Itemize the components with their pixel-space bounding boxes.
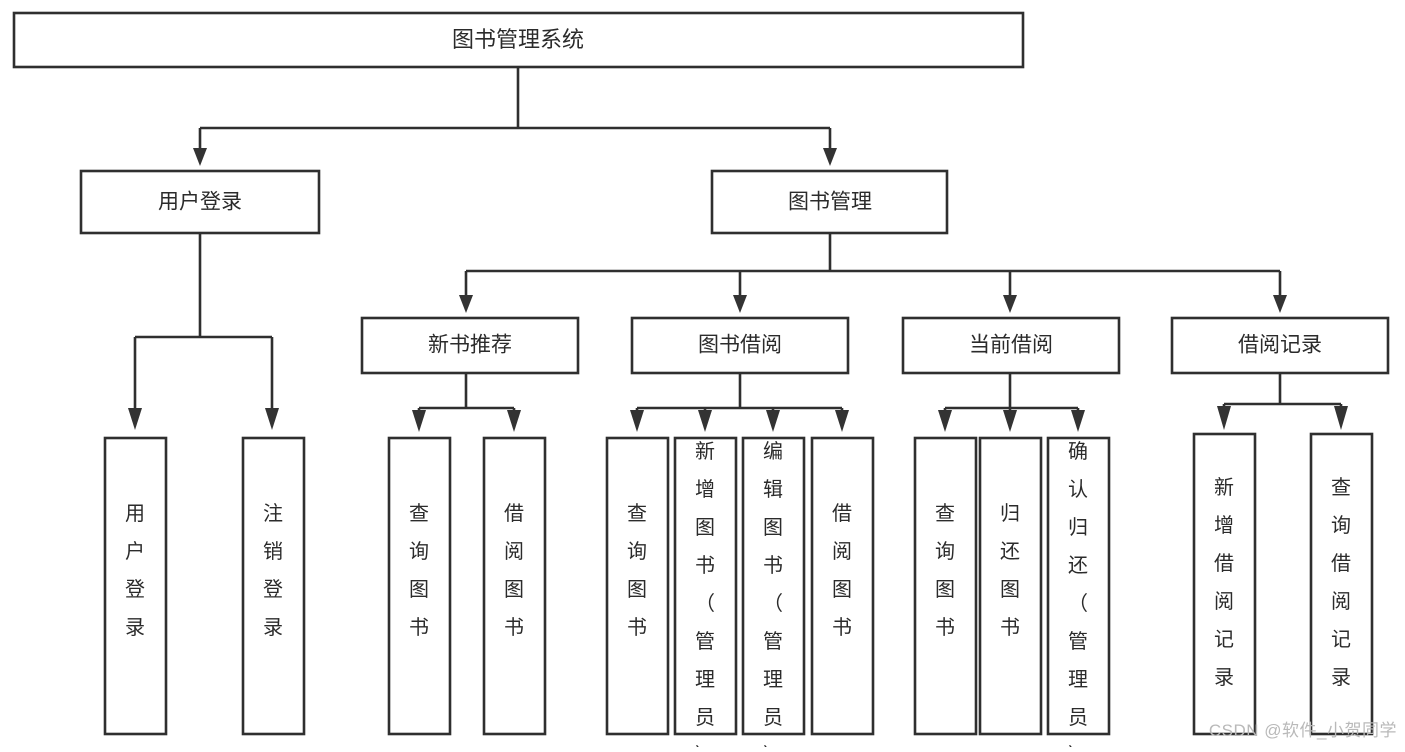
leaf-edit-book[interactable]: 编辑图书（管理员） (741, 436, 806, 752)
leaf-return-book-box[interactable] (978, 436, 1043, 736)
leaf-add-book-box[interactable] (673, 436, 738, 736)
leaf-borrow-book-recommend[interactable]: 借阅图书 (482, 436, 547, 736)
node-book-borrow-box[interactable] (630, 316, 850, 375)
leaf-user-login-label: 用户登录 (125, 503, 145, 639)
node-borrow-record-box[interactable] (1170, 316, 1390, 375)
leaf-borrow-book-recommend-box[interactable] (482, 436, 547, 736)
node-current-borrow-label: 当前借阅 (969, 334, 1053, 357)
csdn-watermark: CSDN @软件_小贺同学 (1208, 721, 1397, 740)
node-book-manage-label: 图书管理 (788, 191, 872, 214)
leaf-logout[interactable]: 注销登录 (241, 436, 306, 736)
leaf-query-book-recommend[interactable]: 查询图书 (387, 436, 452, 736)
node-borrow-record-label: 借阅记录 (1238, 334, 1322, 357)
node-root[interactable]: 图书管理系统 (12, 11, 1025, 69)
leaf-add-book-label: 新增图书（管理员） (695, 440, 715, 747)
node-new-book-recommend-box[interactable] (360, 316, 580, 375)
arrowhead-borrowrecord (1273, 295, 1287, 313)
leaf-add-book[interactable]: 新增图书（管理员） (673, 436, 738, 752)
arrowhead-book-manage (823, 148, 837, 166)
leaf-return-book-label: 归还图书 (1000, 502, 1020, 639)
arrowhead-leaf-add-book (698, 410, 712, 432)
arrowhead-leaf-query-book-2 (630, 410, 644, 432)
arrowhead-leaf-add-record (1217, 406, 1231, 430)
arrowhead-leaf-user-login (128, 408, 142, 430)
leaf-logout-box[interactable] (241, 436, 306, 736)
arrowhead-leaf-return-book (1003, 410, 1017, 432)
node-root-box[interactable] (12, 11, 1025, 69)
leaf-query-book-current-box[interactable] (913, 436, 978, 736)
leaf-query-borrow-record-box[interactable] (1309, 432, 1374, 736)
leaf-query-borrow-record[interactable]: 查询借阅记录 (1309, 432, 1374, 736)
leaf-edit-book-label: 编辑图书（管理员） (763, 440, 783, 747)
node-current-borrow[interactable]: 当前借阅 (901, 316, 1121, 375)
leaf-query-book-borrow-box[interactable] (605, 436, 670, 736)
arrowhead-leaf-borrow-book-2 (835, 410, 849, 432)
arrowhead-bookborrow (733, 295, 747, 313)
connector-layer (128, 67, 1348, 432)
leaf-return-book[interactable]: 归还图书 (978, 436, 1043, 736)
node-root-label: 图书管理系统 (452, 27, 584, 52)
leaf-add-borrow-record[interactable]: 新增借阅记录 (1192, 432, 1257, 736)
leaf-confirm-return-box[interactable] (1046, 436, 1111, 736)
leaf-query-book-current-label: 查询图书 (935, 502, 955, 639)
leaf-query-book-recommend-label: 查询图书 (409, 502, 429, 639)
arrowhead-user-login (193, 148, 207, 166)
node-book-borrow[interactable]: 图书借阅 (630, 316, 850, 375)
arrowhead-leaf-logout (265, 408, 279, 430)
leaf-confirm-return[interactable]: 确认归还（管理员） (1046, 436, 1111, 752)
node-book-borrow-label: 图书借阅 (698, 334, 782, 357)
arrowhead-leaf-query-book-1 (412, 410, 426, 432)
leaf-borrow-book-recommend-label: 借阅图书 (504, 502, 524, 639)
leaf-query-book-borrow-label: 查询图书 (627, 502, 647, 639)
node-new-book-recommend[interactable]: 新书推荐 (360, 316, 580, 375)
leaf-add-borrow-record-box[interactable] (1192, 432, 1257, 736)
leaf-query-book-recommend-box[interactable] (387, 436, 452, 736)
node-user-login-box[interactable] (79, 169, 321, 235)
leaf-query-book-borrow[interactable]: 查询图书 (605, 436, 670, 736)
leaf-user-login[interactable]: 用户登录 (103, 436, 168, 736)
arrowhead-leaf-query-record (1334, 406, 1348, 430)
node-user-login[interactable]: 用户登录 (79, 169, 321, 235)
node-user-login-label: 用户登录 (158, 191, 242, 214)
node-new-book-recommend-label: 新书推荐 (428, 334, 512, 357)
leaf-logout-label: 注销登录 (263, 502, 283, 639)
leaf-borrow-book[interactable]: 借阅图书 (810, 436, 875, 736)
arrowhead-leaf-confirm-return (1071, 410, 1085, 432)
node-book-manage[interactable]: 图书管理 (710, 169, 949, 235)
leaf-user-login-box[interactable] (103, 436, 168, 736)
node-current-borrow-box[interactable] (901, 316, 1121, 375)
leaf-add-borrow-record-label: 新增借阅记录 (1214, 476, 1234, 689)
leaf-query-borrow-record-label: 查询借阅记录 (1331, 476, 1351, 689)
leaf-borrow-book-label: 借阅图书 (832, 502, 852, 639)
arrowhead-currentborrow (1003, 295, 1017, 313)
leaf-query-book-current[interactable]: 查询图书 (913, 436, 978, 736)
leaf-edit-book-box[interactable] (741, 436, 806, 736)
arrowhead-leaf-borrow-book-1 (507, 410, 521, 432)
node-book-manage-box[interactable] (710, 169, 949, 235)
arrowhead-leaf-edit-book (766, 410, 780, 432)
arrowhead-newbook (459, 295, 473, 313)
arrowhead-leaf-query-book-3 (938, 410, 952, 432)
node-borrow-record[interactable]: 借阅记录 (1170, 316, 1390, 375)
leaf-borrow-book-box[interactable] (810, 436, 875, 736)
